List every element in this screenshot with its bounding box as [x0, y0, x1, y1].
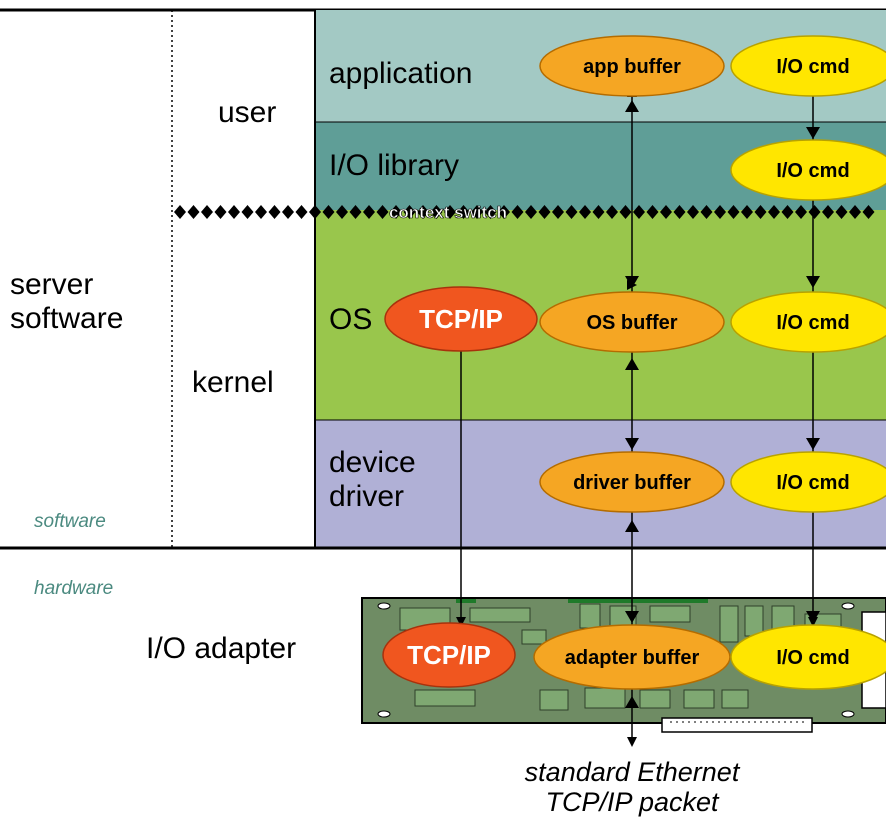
svg-text:I/O cmd: I/O cmd — [776, 312, 849, 334]
context-switch-diamond — [606, 205, 618, 219]
context-switch-diamond — [471, 205, 483, 219]
driver-buffer-ellipse: driver buffer — [539, 451, 725, 513]
context-switch-diamond — [673, 205, 686, 219]
arrowhead — [806, 127, 820, 139]
arrowhead — [806, 276, 820, 288]
context-switch-diamond — [430, 205, 443, 219]
svg-text:I/O cmd: I/O cmd — [776, 56, 849, 78]
context-switch-diamond — [525, 205, 537, 219]
adapter-buffer-ellipse: adapter buffer — [533, 624, 731, 690]
context-switch-diamond — [579, 205, 591, 219]
context-switch-diamond — [268, 205, 281, 219]
packet-label: standard Ethernet TCP/IP packet — [524, 757, 740, 818]
context-switch-diamond — [660, 205, 672, 219]
user-label: user — [218, 96, 277, 129]
arrowhead — [625, 520, 639, 532]
tcpip-ellipse: TCP/IP — [382, 622, 516, 688]
svg-text:adapter buffer: adapter buffer — [565, 647, 700, 669]
context-switch-diamond — [714, 205, 726, 219]
context-switch-diamond — [822, 205, 834, 219]
arrowhead — [625, 611, 639, 623]
server-software-label: server software — [10, 268, 124, 335]
os-buffer-ellipse: OS buffer — [539, 291, 725, 353]
context-switch-diamond — [565, 205, 578, 219]
arrowhead — [625, 276, 639, 288]
context-switch-diamond — [241, 205, 254, 219]
context-switch-diamond — [390, 205, 402, 219]
svg-text:app buffer: app buffer — [583, 56, 681, 78]
io-cmd-ellipse: I/O cmd — [730, 624, 886, 690]
context-switch-diamond — [687, 205, 699, 219]
context-switch-diamond — [511, 205, 524, 219]
context-switch-diamond — [417, 205, 429, 219]
context-switch-diamond — [498, 205, 510, 219]
io-cmd-ellipse: I/O cmd — [730, 451, 886, 513]
app-buffer-ellipse: app buffer — [539, 35, 725, 97]
context-switch-diamond — [295, 205, 308, 219]
arrowhead — [806, 438, 820, 450]
context-switch-diamond — [349, 205, 362, 219]
svg-text:driver buffer: driver buffer — [573, 472, 691, 494]
svg-text:I/O cmd: I/O cmd — [776, 160, 849, 182]
context-switch-diamond — [282, 205, 294, 219]
context-switch-diamond — [214, 205, 227, 219]
arrowhead — [806, 611, 820, 623]
context-switch-diamond — [795, 205, 807, 219]
context-switch-diamond — [835, 205, 848, 219]
context-switch-diamond — [363, 205, 375, 219]
context-switch-diamond — [187, 205, 200, 219]
io-cmd-ellipse: I/O cmd — [730, 139, 886, 201]
svg-text:I/O cmd: I/O cmd — [776, 647, 849, 669]
context-switch-diamond — [174, 205, 186, 219]
hardware-label: hardware — [34, 578, 114, 599]
device-driver-layer-label: device driver — [329, 446, 416, 513]
arrowheads — [625, 100, 820, 708]
context-switch-diamond — [538, 205, 551, 219]
io-cmd-ellipse: I/O cmd — [730, 291, 886, 353]
context-switch-line — [174, 205, 875, 219]
kernel-label: kernel — [192, 366, 274, 399]
context-switch-diamond — [592, 205, 605, 219]
context-switch-diamond — [484, 205, 497, 219]
software-label: software — [34, 511, 106, 532]
svg-text:OS buffer: OS buffer — [586, 312, 677, 334]
context-switch-diamond — [201, 205, 213, 219]
context-switch-diamond — [403, 205, 416, 219]
context-switch-diamond — [849, 205, 861, 219]
context-switch-diamond — [309, 205, 321, 219]
svg-text:TCP/IP: TCP/IP — [419, 304, 503, 334]
context-switch-diamond — [322, 205, 335, 219]
context-switch-diamond — [862, 205, 875, 219]
svg-text:TCP/IP: TCP/IP — [407, 640, 491, 670]
context-switch-diamond — [646, 205, 659, 219]
context-switch-diamond — [768, 205, 780, 219]
context-switch-label: context switch — [389, 203, 507, 222]
context-switch-diamond — [552, 205, 564, 219]
svg-text:I/O cmd: I/O cmd — [776, 472, 849, 494]
context-switch-diamond — [376, 205, 389, 219]
context-switch-diamond — [781, 205, 794, 219]
context-switch-diamond — [754, 205, 767, 219]
os-layer-label: OS — [329, 303, 373, 336]
context-switch-diamond — [808, 205, 821, 219]
arrowhead — [625, 100, 639, 112]
tcpip-ellipse: TCP/IP — [384, 286, 538, 352]
context-switch-diamond — [255, 205, 267, 219]
context-switch-diamond — [700, 205, 713, 219]
context-switch-diamond — [228, 205, 240, 219]
application-layer-label: application — [329, 57, 473, 90]
io-adapter-label: I/O adapter — [146, 632, 297, 665]
context-switch-diamond — [336, 205, 348, 219]
context-switch-diamond — [727, 205, 740, 219]
arrowhead — [625, 696, 639, 708]
io-cmd-ellipse: I/O cmd — [730, 35, 886, 97]
context-switch-diamond — [741, 205, 753, 219]
io-library-layer-label: I/O library — [329, 149, 460, 182]
context-switch-diamond — [444, 205, 456, 219]
arrowhead — [625, 438, 639, 450]
context-switch-diamond — [457, 205, 470, 219]
arrowhead — [625, 358, 639, 370]
